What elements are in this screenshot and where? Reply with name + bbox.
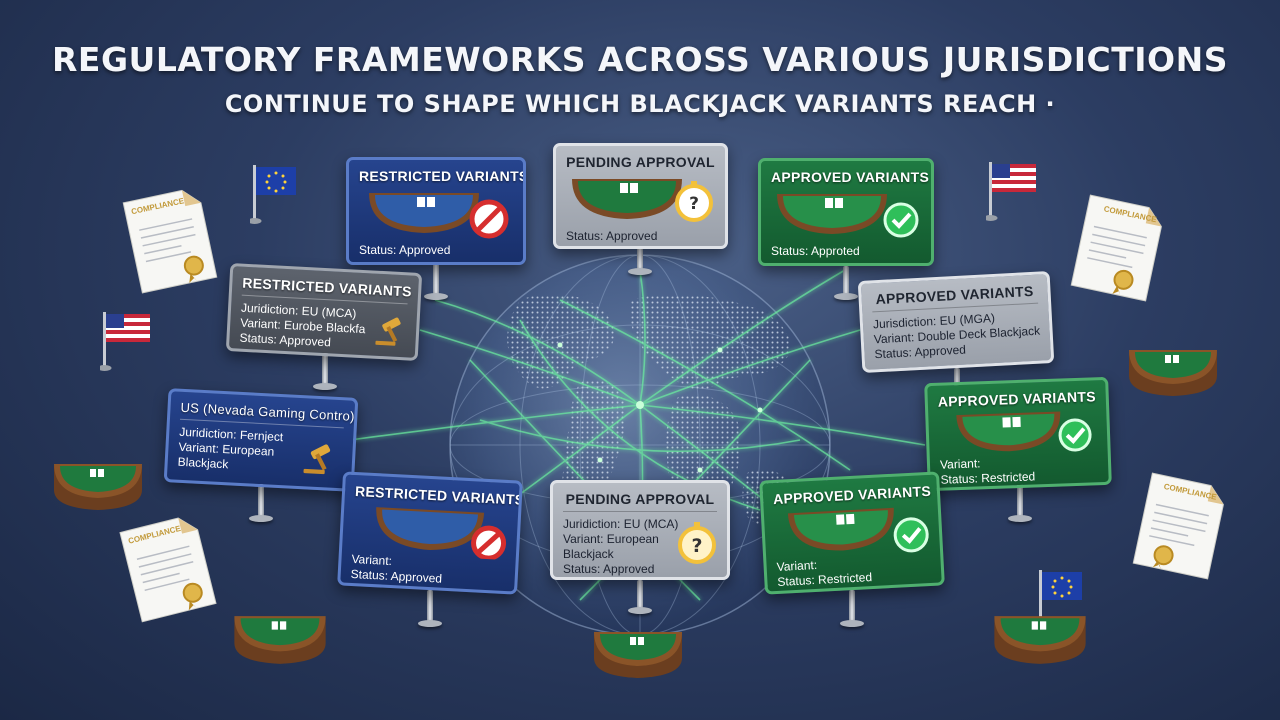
restricted-variants-sign-top: RESTRICTED VARIANTS Status: Approved — [346, 157, 526, 265]
stopwatch-icon: ? — [675, 181, 713, 222]
blackjack-table-icon — [594, 632, 682, 678]
variant-text: Variant: European — [563, 532, 659, 546]
us-flag-icon — [100, 312, 150, 371]
gavel-icon — [375, 317, 401, 346]
sign-pole-base — [628, 268, 652, 275]
compliance-document-top-right: COMPLIANCE — [1069, 193, 1167, 304]
status-text: Status: Approved — [359, 243, 451, 257]
sign-title: APPROVED VARIANTS — [771, 169, 930, 185]
status-text: Status: Approved — [566, 229, 658, 243]
us-nevada-sign: US (Nevada Gaming Contro) Juridiction: F… — [163, 388, 359, 492]
document-icon — [122, 189, 218, 294]
prohibited-icon — [471, 525, 507, 561]
approved-variants-sign-bottom: APPROVED VARIANTS Variant: Status: Restr… — [759, 471, 945, 595]
sign-pole — [1017, 476, 1023, 518]
compliance-document-bottom-right: COMPLIANCE — [1131, 471, 1229, 582]
sign-divider — [563, 511, 717, 512]
compliance-document-top-left: COMPLIANCE — [121, 185, 219, 296]
blackjack-table-icon — [1129, 350, 1217, 396]
eu-flag-icon — [250, 165, 296, 224]
prohibited-icon — [469, 199, 509, 239]
sign-pole — [427, 590, 433, 624]
question-badge-icon: ? — [678, 522, 716, 564]
svg-text:?: ? — [689, 194, 699, 214]
sign-pole-base — [249, 515, 273, 522]
sign-pole-base — [840, 620, 864, 627]
pending-approval-sign-bottom: PENDING APPROVAL Juridiction: EU (MCA) V… — [550, 480, 730, 580]
blackjack-table-icon — [369, 193, 509, 239]
sign-pole-base — [1008, 515, 1032, 522]
gold-seal-icon — [183, 255, 204, 283]
document-icon — [119, 517, 217, 623]
sign-pole — [637, 246, 643, 272]
blackjack-table-icon — [234, 616, 326, 664]
blackjack-table-icon — [376, 507, 507, 561]
blackjack-table-icon — [777, 194, 919, 238]
sign-pole — [849, 590, 855, 624]
sign-pole-base — [834, 293, 858, 300]
variant-text-cont: Blackjack — [563, 547, 614, 561]
restricted-variants-sign-bottom: RESTRICTED VARIANTS Variant: Status: App… — [337, 471, 523, 595]
gold-seal-icon — [1152, 545, 1174, 569]
sign-pole — [637, 580, 643, 610]
gavel-icon — [303, 444, 331, 475]
eu-flag-icon — [1036, 570, 1082, 634]
sign-pole — [843, 266, 849, 296]
sign-pole-base — [424, 293, 448, 300]
blackjack-table-icon — [994, 616, 1086, 664]
compliance-document-bottom-left: COMPLIANCE — [118, 512, 219, 625]
check-badge-icon — [1058, 418, 1092, 452]
sign-title: RESTRICTED VARIANTS — [359, 168, 526, 184]
sign-pole — [322, 352, 328, 386]
sign-pole — [954, 368, 960, 390]
sign-pole — [258, 484, 264, 518]
sign-pole-base — [628, 607, 652, 614]
document-icon — [1132, 472, 1224, 580]
network-nodes — [557, 342, 763, 473]
headline-line-1: REGULATORY FRAMEWORKS ACROSS VARIOUS JUR… — [51, 40, 1228, 79]
blackjack-table-icon: ? — [572, 179, 713, 222]
approved-variants-sign-top: APPROVED VARIANTS Status: Approted — [758, 158, 934, 266]
approved-variants-sign-mid-right: APPROVED VARIANTS Variant: Status: Restr… — [924, 376, 1112, 492]
blackjack-table-icon — [54, 464, 142, 510]
sign-pole — [433, 262, 439, 296]
status-text: Status: Approted — [771, 244, 860, 258]
blackjack-table-icon — [787, 507, 929, 553]
gold-seal-icon — [1112, 269, 1134, 296]
sign-title: PENDING APPROVAL — [566, 154, 715, 170]
us-flag-icon — [986, 162, 1036, 221]
headline-line-2: CONTINUE TO SHAPE WHICH BLACKJACK VARIAN… — [224, 90, 1056, 118]
check-badge-icon — [893, 517, 929, 553]
pending-approval-sign-top: PENDING APPROVAL ? Status: Approved — [553, 143, 728, 249]
check-badge-icon — [883, 202, 919, 238]
svg-text:?: ? — [691, 535, 702, 557]
gold-seal-icon — [182, 582, 203, 611]
status-text: Status: Approved — [563, 562, 655, 576]
restricted-variants-sign-left: RESTRICTED VARIANTS Juridiction: EU (MCA… — [225, 263, 423, 361]
sign-title: PENDING APPROVAL — [565, 491, 715, 507]
jurisdiction-text: Juridiction: EU (MCA) — [563, 517, 679, 531]
sign-pole-base — [313, 383, 337, 390]
approved-variants-sign-right: APPROVED VARIANTS Jurisdiction: EU (MGA)… — [857, 271, 1055, 373]
blackjack-table-icon — [956, 411, 1092, 452]
sign-pole-base — [418, 620, 442, 627]
document-icon — [1070, 194, 1162, 302]
